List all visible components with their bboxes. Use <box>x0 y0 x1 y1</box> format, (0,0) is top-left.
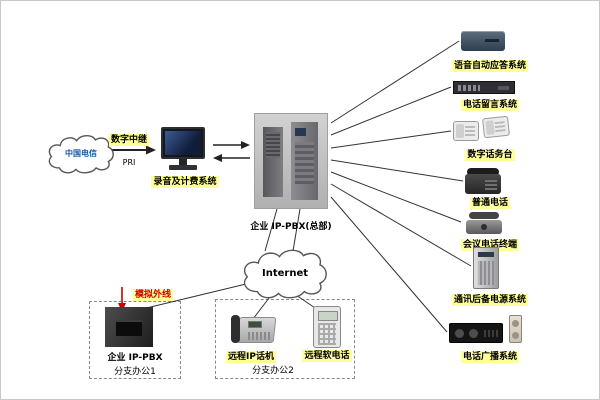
sync-arrow-left-head <box>213 154 222 162</box>
branch-pbx-box <box>116 320 142 336</box>
label-remote-ip-phone: 远程IP话机 <box>213 348 289 363</box>
label-remote-softphone: 远程软电话 <box>296 347 358 362</box>
phone-handset <box>467 168 499 176</box>
voicemail-text: 电话留言系统 <box>460 99 519 111</box>
branch1-site-text: 分支办公1 <box>114 367 156 377</box>
label-hq-pbx: 企业 IP-PBX(总部) <box>231 218 351 233</box>
console-phone-2 <box>482 115 510 139</box>
broadcast-speaker-icon <box>509 315 522 343</box>
backup-power-text: 通讯后备电源系统 <box>451 294 528 306</box>
cloud-outline <box>49 136 113 173</box>
label-digital-trunk: 数字中继 <box>101 131 157 146</box>
pri-text: PRI <box>122 158 136 167</box>
pbx-tower-left <box>263 127 283 197</box>
label-backup-power-system: 通讯后备电源系统 <box>430 291 550 306</box>
operator-console-text: 数字话务台 <box>465 149 515 161</box>
hq-device-line-4 <box>330 159 464 182</box>
cloud-shape-icon <box>239 247 331 303</box>
label-branch1-site: 分支办公1 <box>89 363 181 378</box>
label-branch2-site: 分支办公2 <box>235 362 311 377</box>
ip-phone-display <box>248 321 262 328</box>
phone-keypad <box>485 180 497 190</box>
label-analog-line: 模拟外线 <box>128 286 178 301</box>
remote-softphone-text: 远程软电话 <box>302 350 352 362</box>
analog-line-text: 模拟外线 <box>132 289 173 301</box>
ordinary-phone-icon <box>465 168 501 194</box>
backup-power-tower-icon <box>473 247 499 289</box>
broadcast-text: 电话广播系统 <box>460 351 519 363</box>
monitor-neck <box>179 159 187 165</box>
cloud-shape-icon <box>45 129 117 181</box>
conference-handset <box>469 212 499 219</box>
telecom-cloud: 中国电信 <box>45 129 117 181</box>
remote-ip-phone-text: 远程IP话机 <box>226 351 276 363</box>
label-billing-system: 录音及计费系统 <box>143 173 227 188</box>
conference-speaker-dot <box>481 224 487 230</box>
monitor-base <box>169 165 197 170</box>
cloud-outline <box>245 250 327 297</box>
operator-console-icon <box>453 115 511 143</box>
ip-phone-handset <box>231 315 240 343</box>
remote-ip-phone-icon <box>231 313 277 345</box>
billing-system-text: 录音及计费系统 <box>151 176 219 188</box>
ip-phone-keypad <box>248 332 270 340</box>
label-auto-answer-system: 语音自动应答系统 <box>430 57 550 72</box>
broadcast-amplifier-icon <box>449 323 503 343</box>
monitor-screen <box>161 127 205 159</box>
internet-text: Internet <box>261 268 308 279</box>
branch1-device-text: 企业 IP-PBX <box>107 353 163 363</box>
label-ordinary-phone: 普通电话 <box>430 194 550 209</box>
console-phone-1 <box>453 121 479 141</box>
branch-pbx-icon <box>105 307 153 347</box>
label-broadcast-system: 电话广播系统 <box>430 348 550 363</box>
pbx-tower-right <box>291 122 318 200</box>
ordinary-phone-text: 普通电话 <box>469 197 510 209</box>
label-operator-console: 数字话务台 <box>430 146 550 161</box>
branch2-site-text: 分支办公2 <box>252 366 294 376</box>
label-pri: PRI <box>107 154 151 169</box>
hq-pbx-text: 企业 IP-PBX(总部) <box>250 222 332 232</box>
conference-phone-icon <box>463 211 505 235</box>
softphone-icon <box>313 306 341 348</box>
auto-answer-text: 语音自动应答系统 <box>451 60 528 72</box>
auto-answer-device-icon <box>461 31 505 51</box>
branch2-dashed-box <box>215 299 355 379</box>
billing-monitor-icon <box>159 127 207 173</box>
label-branch1-device: 企业 IP-PBX <box>89 349 181 364</box>
sync-arrow-right-head <box>241 141 250 149</box>
digital-trunk-text: 数字中继 <box>108 134 149 146</box>
hq-pbx-icon <box>254 113 328 209</box>
voicemail-rack-icon <box>453 81 515 94</box>
telecom-logo-text: 中国电信 <box>65 149 97 158</box>
internet-cloud: Internet <box>239 247 331 303</box>
label-voicemail-system: 电话留言系统 <box>430 96 550 111</box>
hq-device-line-2 <box>330 86 452 136</box>
